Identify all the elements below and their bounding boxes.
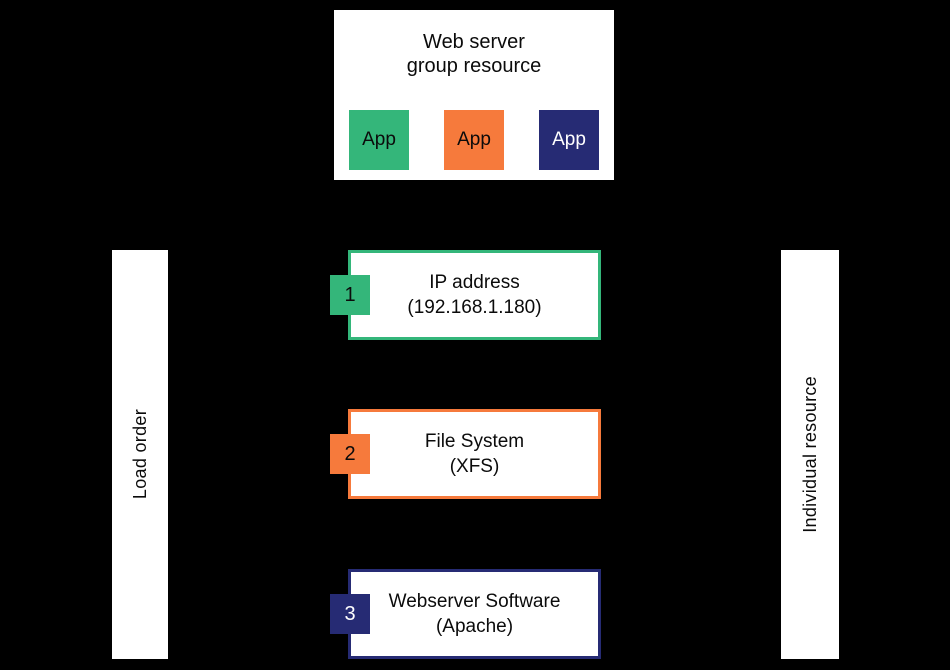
resource-detail: (192.168.1.180) xyxy=(407,297,542,318)
resource-name: IP address xyxy=(429,272,520,293)
resource-box-webserver-software: Webserver Software (Apache) xyxy=(348,569,601,659)
resource-name: File System xyxy=(424,431,525,452)
individual-resource-bar: Individual resource xyxy=(781,250,839,659)
load-order-number-1: 1 xyxy=(330,275,370,315)
load-order-label: Load order xyxy=(129,409,150,500)
resource-name: Webserver Software xyxy=(388,591,561,612)
app-tile-orange: App xyxy=(444,110,504,170)
group-title-line1: Web server xyxy=(423,31,525,53)
resource-detail: (Apache) xyxy=(435,616,514,637)
load-order-number-3: 3 xyxy=(330,594,370,634)
individual-resource-label: Individual resource xyxy=(799,376,820,533)
app-tile-navy: App xyxy=(539,110,599,170)
web-server-group-box: Web server group resource App App App xyxy=(334,10,614,180)
load-order-number-2: 2 xyxy=(330,434,370,474)
app-tile-green: App xyxy=(349,110,409,170)
group-title-line2: group resource xyxy=(406,55,542,77)
resource-box-ip-address: IP address (192.168.1.180) xyxy=(348,250,601,340)
group-title: Web server group resource xyxy=(334,10,614,78)
resource-box-file-system: File System (XFS) xyxy=(348,409,601,499)
resource-detail: (XFS) xyxy=(449,456,500,477)
load-order-bar: Load order xyxy=(112,250,168,659)
apps-row: App App App xyxy=(334,110,614,170)
